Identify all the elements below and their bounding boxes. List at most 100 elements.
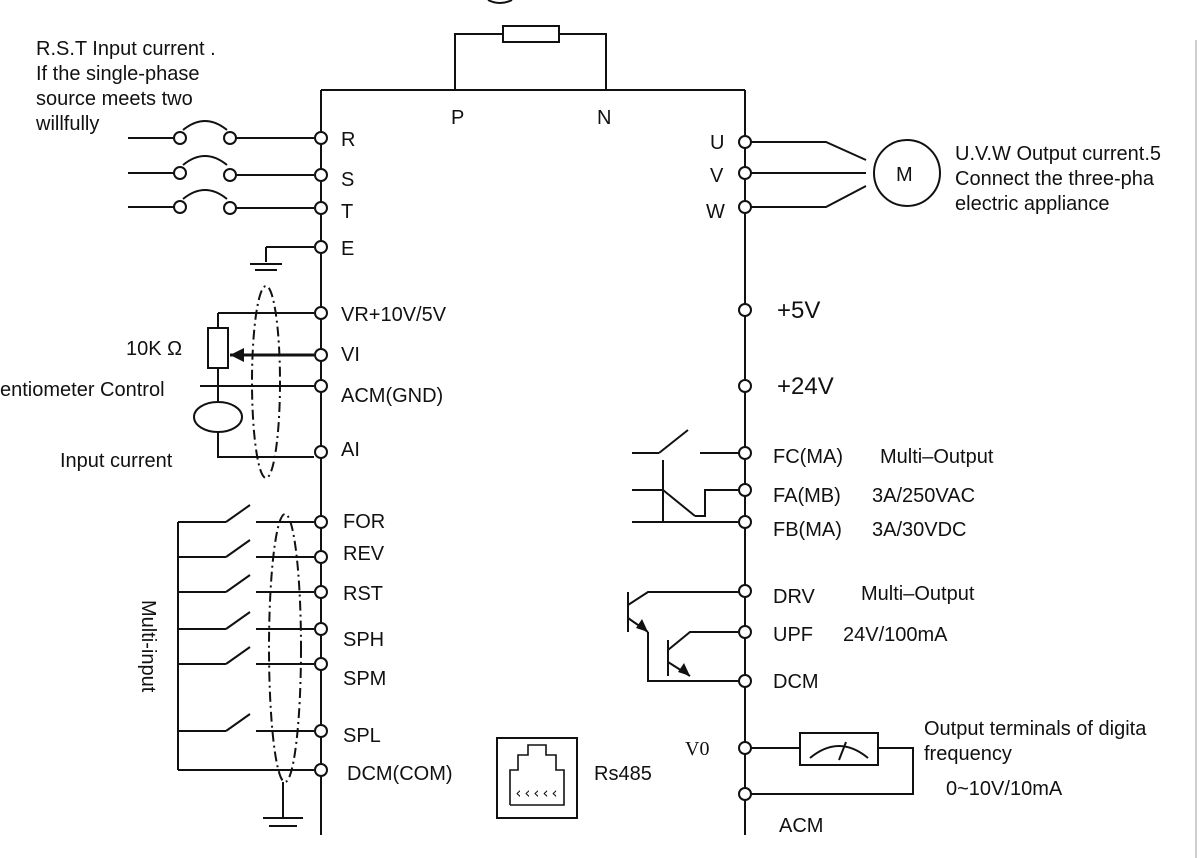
right-terminal-24v: +24V [738, 373, 834, 400]
svg-text:ACM: ACM [779, 815, 823, 837]
right-terminal-w: W [706, 200, 752, 223]
svg-text:VI: VI [341, 344, 360, 366]
svg-text:V0: V0 [685, 738, 709, 760]
left-terminal-e: E [314, 238, 354, 260]
svg-text:If the single-phase: If the single-phase [36, 63, 199, 85]
potentiometer-value: 10K Ω [126, 338, 182, 360]
svg-text:R: R [341, 129, 355, 151]
left-terminal-sph: SPH [314, 622, 384, 651]
ground-dcm-com [263, 782, 303, 827]
svg-text:FA(MB): FA(MB) [773, 485, 841, 507]
svg-text:UPF: UPF [773, 624, 813, 646]
svg-text:ACM(GND): ACM(GND) [341, 385, 443, 407]
svg-text:‹‹‹‹‹: ‹‹‹‹‹ [514, 784, 559, 802]
svg-text:Connect the three-pha: Connect the three-pha [955, 168, 1155, 190]
svg-text:SPH: SPH [343, 629, 384, 651]
svg-text:VR+10V/5V: VR+10V/5V [341, 304, 447, 326]
potentiometer-control-note: entiometer Control [0, 379, 165, 401]
right-terminal-v: V [710, 165, 752, 187]
input-current-note: Input current [60, 450, 173, 472]
multi-input-switches [177, 504, 314, 771]
right-terminal-v0: V0 [685, 738, 752, 760]
right-terminal-fa: FA(MB) 3A/250VAC [738, 483, 975, 507]
svg-text:FB(MA): FB(MA) [773, 519, 842, 541]
svg-text:U: U [710, 132, 724, 154]
left-terminal-s: S [314, 168, 354, 191]
brake-resistor [454, 25, 607, 90]
analog-shield-loop [251, 285, 281, 479]
svg-text:FC(MA): FC(MA) [773, 446, 843, 468]
svg-text:W: W [706, 201, 725, 223]
svg-text:+5V: +5V [777, 297, 820, 324]
svg-text:Output terminals of digita: Output terminals of digita [924, 718, 1147, 740]
motor-wiring [751, 139, 941, 208]
left-terminal-spm: SPM [314, 657, 386, 690]
current-source [193, 386, 314, 458]
rst-input-note: R.S.T Input current . If the single-phas… [35, 38, 216, 135]
left-terminal-rev: REV [314, 543, 385, 565]
cropped-title-fragment [487, 0, 513, 4]
left-terminal-r: R [314, 129, 355, 151]
rs485-label: Rs485 [594, 763, 652, 785]
right-terminal-upf: UPF 24V/100mA [738, 624, 948, 646]
input-switch-r [128, 120, 314, 145]
svg-text:U.V.W Output current.5: U.V.W Output current.5 [955, 143, 1161, 165]
left-terminal-vr: VR+10V/5V [314, 304, 447, 326]
rs485-port-icon: ‹‹‹‹‹ [496, 737, 578, 819]
digital-output-note: Output terminals of digita frequency 0~1… [924, 718, 1147, 800]
left-terminal-dcm-com: DCM(COM) [314, 763, 453, 785]
svg-text:3A/30VDC: 3A/30VDC [872, 519, 967, 541]
svg-text:RST: RST [343, 583, 383, 605]
svg-text:E: E [341, 238, 354, 260]
svg-text:source meets two: source meets two [36, 88, 193, 110]
svg-text:frequency: frequency [924, 743, 1012, 765]
left-terminal-spl: SPL [314, 724, 381, 747]
input-switch-s [128, 155, 314, 182]
relay-output-contacts [632, 429, 739, 523]
right-terminal-drv: DRV Multi–Output [738, 583, 975, 608]
frequency-meter [751, 732, 914, 795]
right-terminal-fb: FB(MA) 3A/30VDC [738, 515, 967, 541]
right-terminal-u: U [710, 132, 752, 154]
left-terminal-ai: AI [314, 439, 360, 461]
svg-text:R.S.T Input current .: R.S.T Input current . [36, 38, 216, 60]
svg-text:willfully: willfully [35, 113, 99, 135]
svg-text:FOR: FOR [343, 511, 385, 533]
svg-text:DRV: DRV [773, 586, 816, 608]
ground-e [250, 246, 314, 271]
svg-text:3A/250VAC: 3A/250VAC [872, 485, 975, 507]
right-terminal-acm: ACM [738, 787, 823, 837]
transistor-outputs [627, 591, 739, 682]
svg-text:T: T [341, 201, 353, 223]
inverter-body [320, 89, 746, 835]
svg-text:0~10V/10mA: 0~10V/10mA [946, 778, 1063, 800]
right-terminal-5v: +5V [738, 297, 820, 324]
svg-text:24V/100mA: 24V/100mA [843, 624, 948, 646]
motor-symbol-label: M [896, 164, 913, 186]
right-terminal-dcm: DCM [738, 671, 819, 693]
svg-text:+24V: +24V [777, 373, 834, 400]
svg-text:Multi–Output: Multi–Output [861, 583, 975, 605]
svg-text:SPM: SPM [343, 668, 386, 690]
svg-text:electric appliance: electric appliance [955, 193, 1110, 215]
left-terminal-t: T [314, 201, 353, 223]
left-terminal-for: FOR [314, 511, 385, 533]
svg-text:Multi–Output: Multi–Output [880, 446, 994, 468]
svg-text:REV: REV [343, 543, 385, 565]
svg-text:S: S [341, 169, 354, 191]
input-switch-t [128, 189, 314, 215]
right-terminal-fc: FC(MA) Multi–Output [738, 446, 994, 468]
svg-text:DCM: DCM [773, 671, 819, 693]
potentiometer [207, 312, 314, 386]
bus-label-n: N [597, 107, 611, 129]
bus-label-p: P [451, 107, 464, 129]
svg-text:SPL: SPL [343, 725, 381, 747]
digital-shield-loop [268, 513, 302, 783]
svg-text:V: V [710, 165, 724, 187]
left-terminal-acm: ACM(GND) [314, 379, 443, 407]
left-terminal-rst: RST [314, 583, 383, 605]
multi-input-note: Multi-input [137, 600, 159, 693]
left-terminal-vi: VI [314, 344, 360, 366]
svg-text:AI: AI [341, 439, 360, 461]
